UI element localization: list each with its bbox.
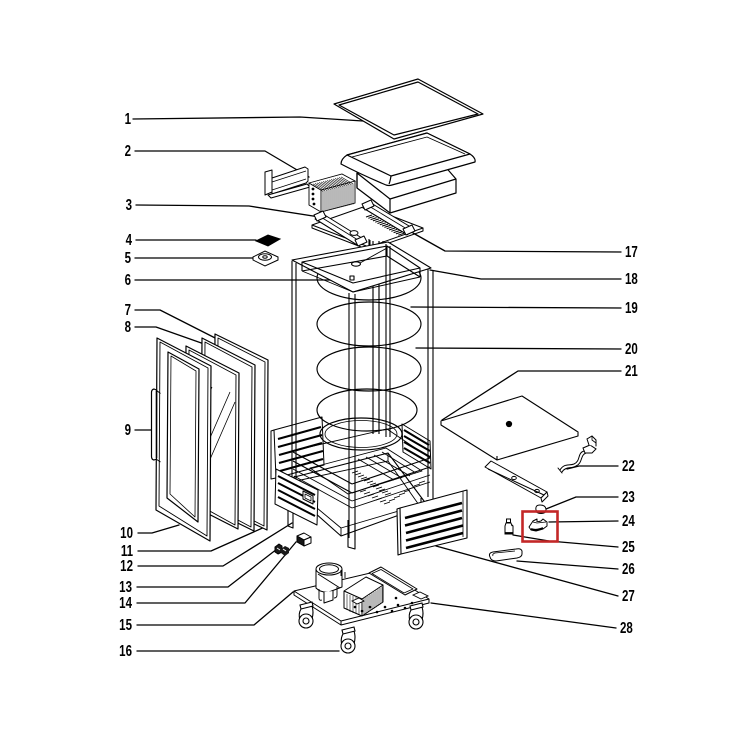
svg-text:5: 5 bbox=[125, 248, 132, 266]
svg-text:17: 17 bbox=[625, 242, 638, 260]
svg-text:21: 21 bbox=[625, 361, 638, 379]
svg-text:28: 28 bbox=[620, 618, 633, 636]
svg-text:14: 14 bbox=[119, 593, 132, 611]
svg-text:22: 22 bbox=[622, 456, 635, 474]
svg-text:1: 1 bbox=[125, 109, 132, 127]
svg-text:16: 16 bbox=[119, 641, 132, 659]
svg-text:2: 2 bbox=[125, 141, 132, 159]
svg-text:3: 3 bbox=[126, 195, 133, 213]
svg-text:23: 23 bbox=[622, 487, 635, 505]
svg-text:18: 18 bbox=[625, 269, 638, 287]
svg-text:25: 25 bbox=[622, 537, 635, 555]
svg-text:20: 20 bbox=[625, 339, 638, 357]
svg-text:24: 24 bbox=[622, 511, 635, 529]
svg-text:4: 4 bbox=[126, 230, 133, 248]
svg-text:7: 7 bbox=[125, 300, 132, 318]
svg-text:19: 19 bbox=[625, 298, 638, 316]
svg-text:12: 12 bbox=[120, 556, 133, 574]
svg-text:13: 13 bbox=[119, 577, 132, 595]
svg-text:11: 11 bbox=[121, 541, 133, 559]
svg-text:8: 8 bbox=[125, 317, 132, 335]
svg-text:6: 6 bbox=[125, 270, 132, 288]
svg-text:15: 15 bbox=[119, 615, 132, 633]
svg-text:9: 9 bbox=[125, 420, 132, 438]
svg-text:27: 27 bbox=[622, 586, 635, 604]
svg-text:10: 10 bbox=[120, 523, 133, 541]
svg-text:26: 26 bbox=[622, 559, 635, 577]
